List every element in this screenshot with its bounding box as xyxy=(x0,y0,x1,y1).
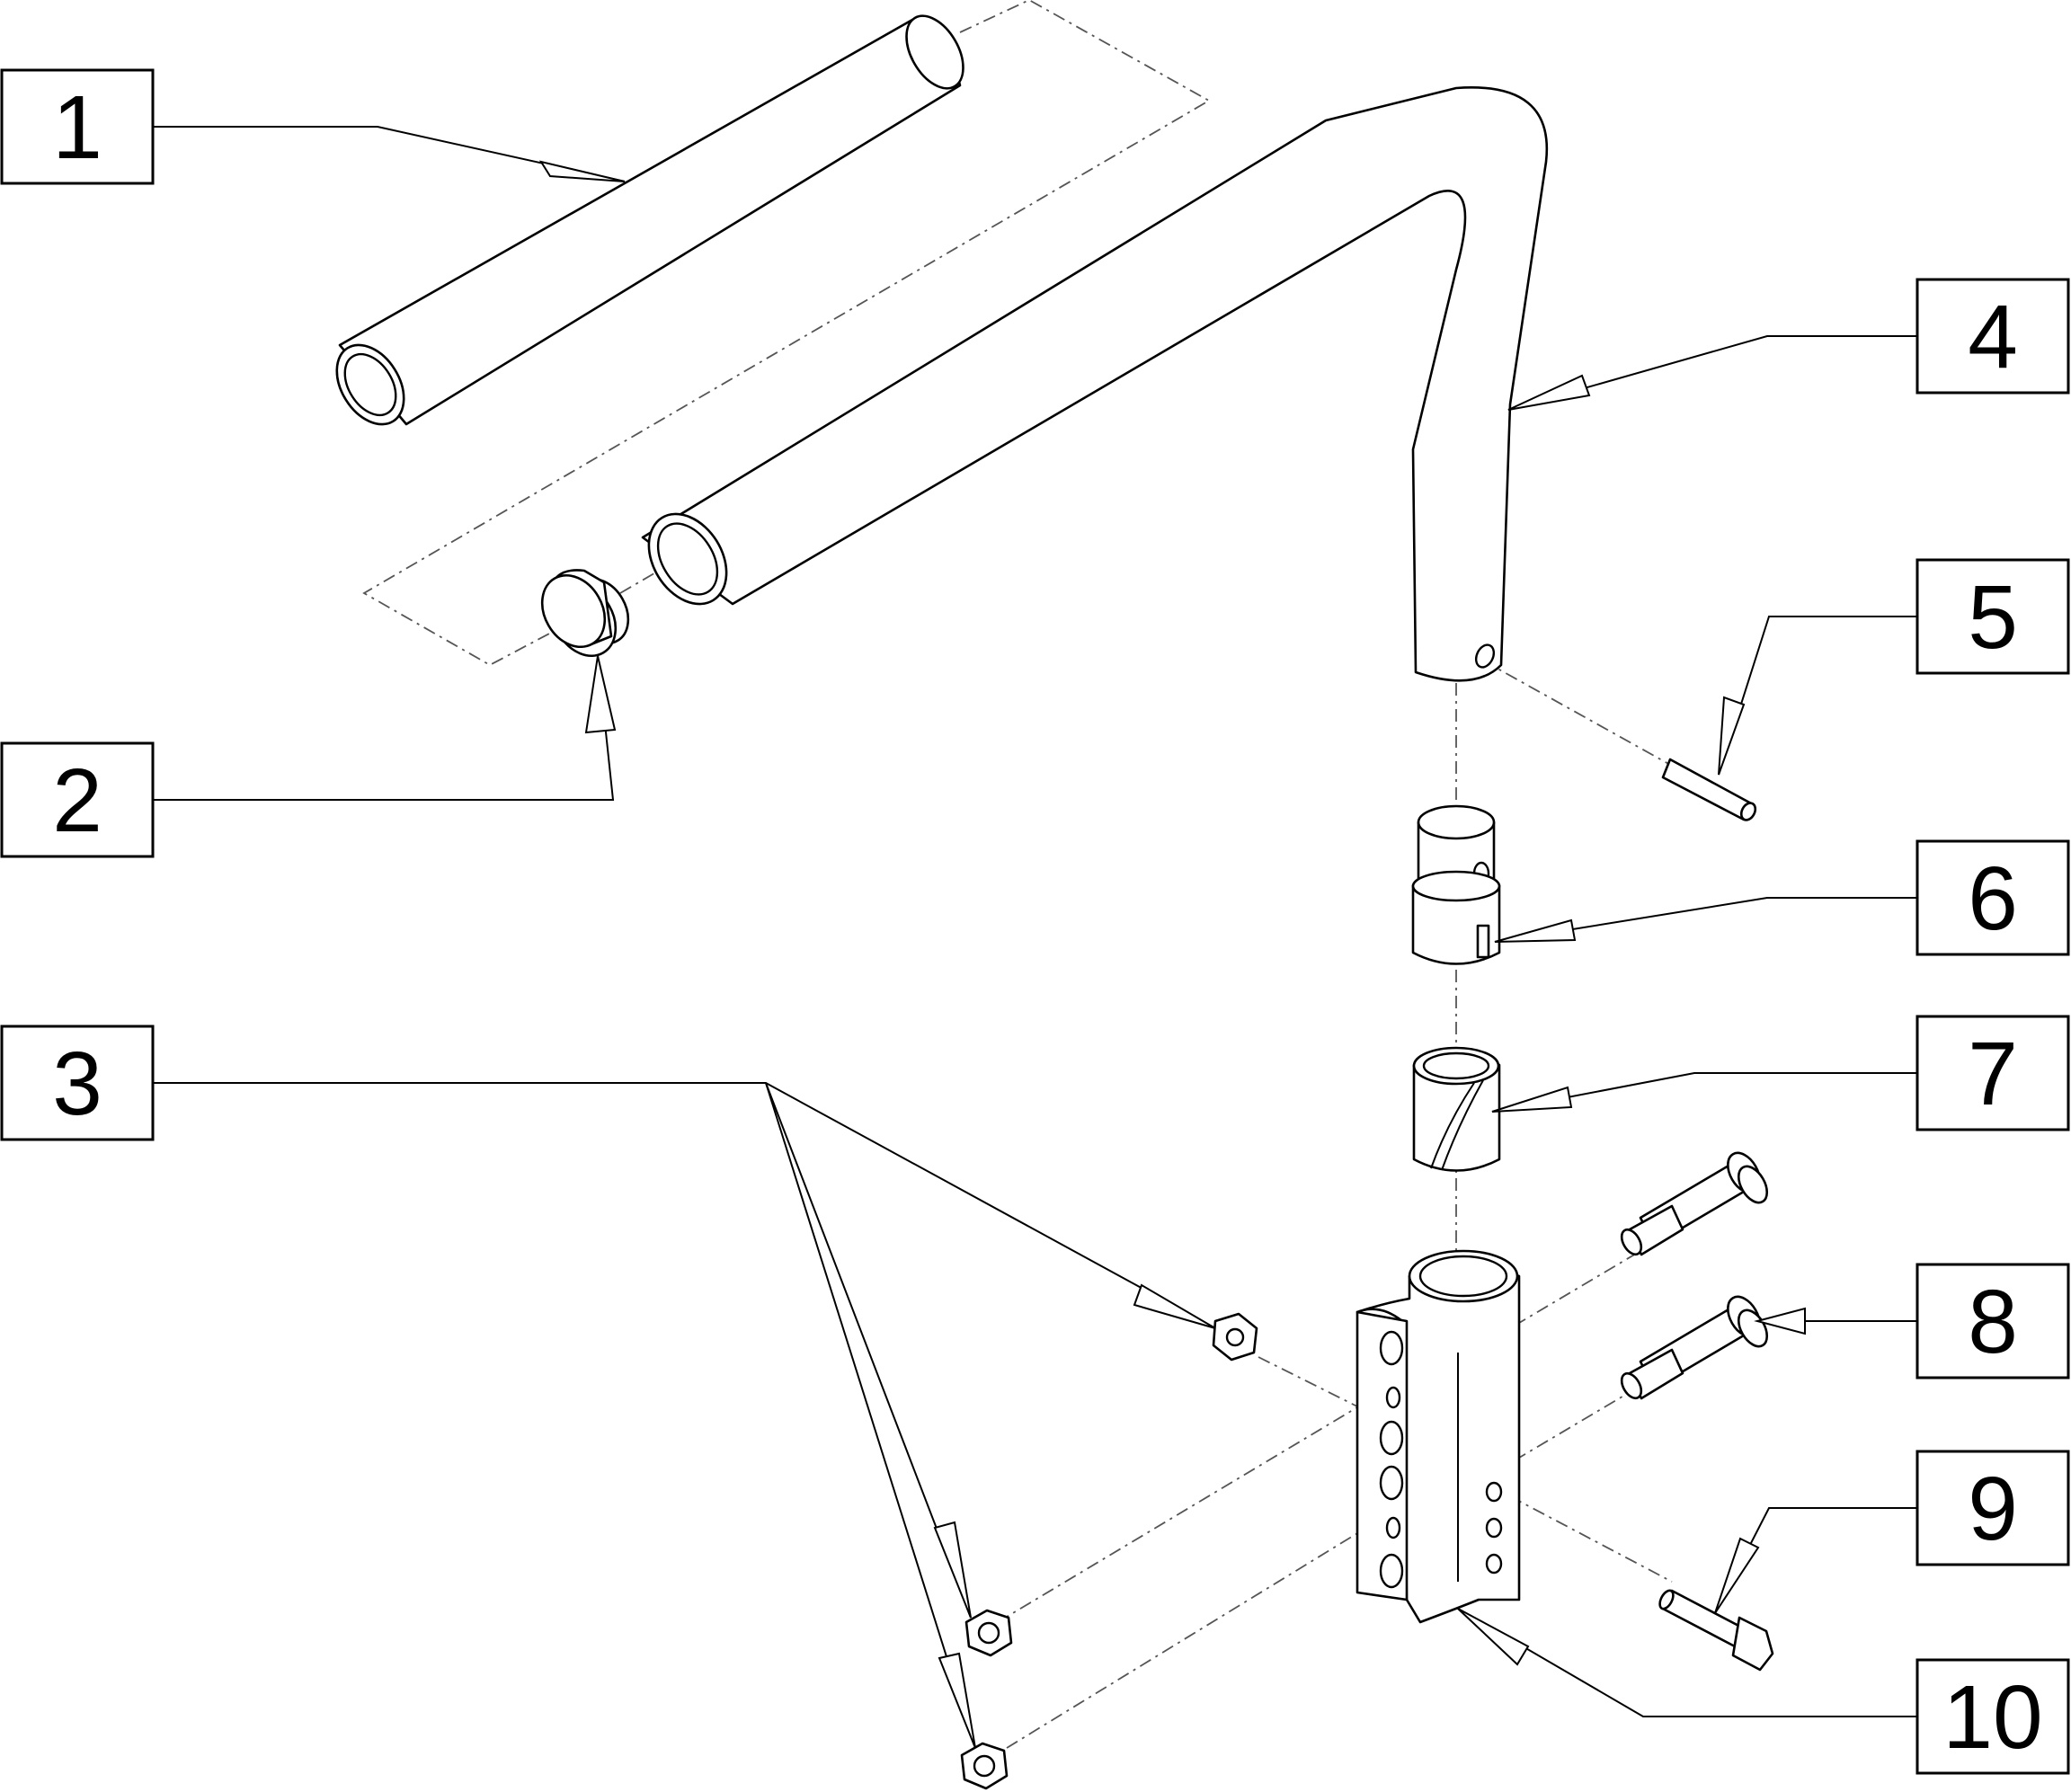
leader-2 xyxy=(153,655,615,801)
phantom-line-bolt-middle xyxy=(1514,1388,1637,1461)
part-8-bolt-lower xyxy=(1620,1295,1769,1400)
part-3-nut-lower xyxy=(960,1742,1009,1790)
part-7-bushing xyxy=(1412,1046,1501,1172)
callout-label-8: 8 xyxy=(1968,1272,2018,1372)
callout-label-4: 4 xyxy=(1968,287,2018,387)
phantom-line-bolt-upper xyxy=(1514,1253,1637,1326)
callout-label-5: 5 xyxy=(1968,567,2018,668)
phantom-line-nut-middle xyxy=(997,1401,1367,1623)
callout-label-10: 10 xyxy=(1942,1667,2042,1768)
callout-10: 10 xyxy=(1915,1658,2070,1775)
callout-label-9: 9 xyxy=(1968,1459,2018,1559)
part-2-end-plug xyxy=(540,569,630,658)
part-8-bolt-upper xyxy=(1620,1151,1769,1256)
arrowhead-3-upper xyxy=(1133,1283,1216,1329)
arrowhead-6 xyxy=(1494,918,1577,943)
phantom-line-grip-outline xyxy=(362,0,1211,667)
phantom-line-nut-lower xyxy=(1006,1527,1367,1749)
part-9-screw xyxy=(1658,1589,1774,1672)
part-3-nut-middle xyxy=(964,1609,1013,1657)
callout-label-3: 3 xyxy=(52,1034,102,1134)
leaders xyxy=(153,126,1917,1749)
callout-label-7: 7 xyxy=(1968,1024,2018,1124)
phantom-line-pin xyxy=(1482,660,1673,767)
leader-3 xyxy=(153,1082,1216,1329)
arrowhead-7 xyxy=(1491,1086,1573,1113)
part-4-handle-tube xyxy=(641,86,1549,682)
arrowhead-2 xyxy=(584,655,617,734)
arrowhead-1 xyxy=(538,160,626,182)
leader-4 xyxy=(1507,335,1917,411)
leader-3-lower xyxy=(765,1082,976,1749)
callout-3: 3 xyxy=(0,1025,155,1141)
arrowhead-10 xyxy=(1457,1608,1530,1666)
arrowhead-3-lower xyxy=(938,1652,976,1749)
callout-1: 1 xyxy=(0,68,155,185)
callout-label-1: 1 xyxy=(52,77,102,178)
arrowhead-4 xyxy=(1507,374,1591,411)
callout-7: 7 xyxy=(1915,1015,2070,1131)
callout-label-2: 2 xyxy=(52,750,102,851)
phantom-line-screw xyxy=(1509,1495,1673,1583)
callout-4: 4 xyxy=(1915,278,2070,395)
leader-5 xyxy=(1718,616,1917,776)
part-1-grip-tube xyxy=(335,14,964,426)
part-10-clamp xyxy=(1355,1249,1521,1624)
part-6-collar xyxy=(1411,804,1501,965)
part-5-pin xyxy=(1661,758,1757,821)
leader-6 xyxy=(1494,897,1917,943)
arrowhead-5 xyxy=(1718,696,1746,776)
arrowhead-3-middle xyxy=(933,1521,972,1619)
callout-8: 8 xyxy=(1915,1263,2070,1379)
callout-6: 6 xyxy=(1915,839,2070,956)
leader-10 xyxy=(1457,1608,1917,1717)
callout-label-6: 6 xyxy=(1968,848,2018,949)
callout-5: 5 xyxy=(1915,558,2070,675)
callout-2: 2 xyxy=(0,741,155,858)
arrowhead-9 xyxy=(1714,1537,1760,1614)
phantom-line-nut-upper xyxy=(1258,1356,1367,1412)
part-3-nut-upper xyxy=(1212,1312,1258,1362)
arrowhead-8 xyxy=(1754,1307,1806,1335)
callout-9: 9 xyxy=(1915,1450,2070,1566)
assembly-lines xyxy=(362,0,1673,1749)
